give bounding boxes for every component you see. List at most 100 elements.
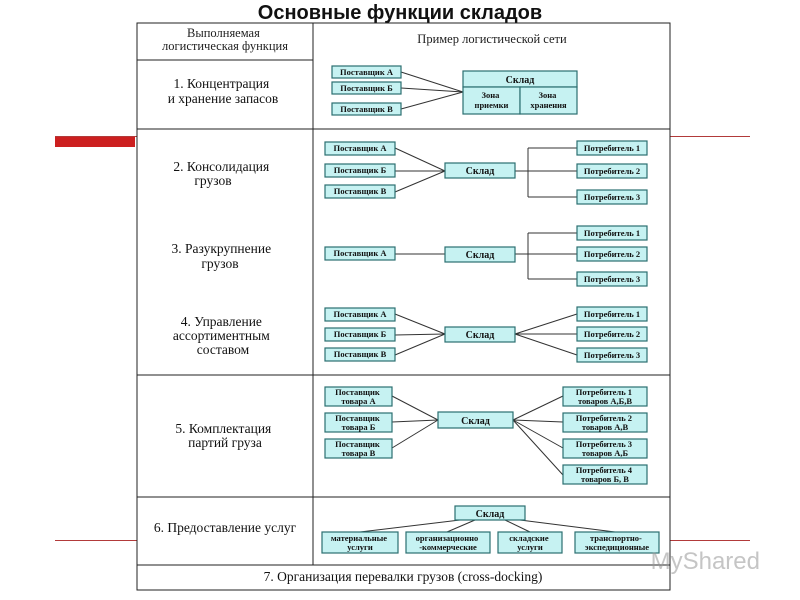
- d2-consumer-label: Потребитель 2: [584, 166, 640, 176]
- table-grid: [136, 22, 671, 591]
- d4-consumer-label: Потребитель 3: [584, 350, 640, 360]
- d5-supplier-label: Поставщик товара Б: [335, 413, 382, 432]
- d1-zone-label: Зона приемки: [475, 90, 509, 110]
- d1-zone-box: [519, 86, 578, 115]
- function-line: 4. Управление: [181, 314, 262, 329]
- decor-red-bar: [55, 137, 135, 147]
- function-line: 1. Концентрация: [173, 76, 269, 91]
- header-col1-line: Выполняемая: [187, 26, 260, 40]
- d6-service-box: [497, 531, 563, 554]
- d4-supplier-box: [324, 327, 396, 342]
- header-col1-line: логистическая функция: [162, 39, 288, 53]
- d2-consumer-box: [576, 163, 648, 179]
- diagram-6-services: Склад материальные услуги организационно…: [321, 505, 660, 554]
- diagram-2-consolidation: Поставщик А Поставщик Б Поставщик В Скла…: [324, 140, 648, 205]
- header-col1: Выполняемая логистическая функция: [162, 26, 288, 53]
- function-line: и хранение запасов: [168, 91, 279, 106]
- diagram-4-assortment: Поставщик А Поставщик Б Поставщик В Скла…: [324, 306, 648, 363]
- function-2-label: 2. Консолидация грузов: [173, 159, 272, 188]
- d5-supplier-box: [324, 386, 393, 407]
- footer-crossdocking: 7. Организация перевалки грузов (cross-d…: [264, 569, 543, 584]
- function-1-label: 1. Концентрация и хранение запасов: [168, 76, 279, 106]
- d3-consumer-label: Потребитель 2: [584, 249, 640, 259]
- d6-service-label: организационно -коммерческие: [416, 533, 481, 552]
- d1-supplier-label: Поставщик А: [340, 67, 394, 77]
- d4-consumer-box: [576, 326, 648, 342]
- d5-supplier-box: [324, 438, 393, 459]
- d1-supplier-label: Поставщик Б: [340, 83, 393, 93]
- d2-consumer-label: Потребитель 3: [584, 192, 640, 202]
- d5-supplier-box: [324, 412, 393, 433]
- d5-consumer-box: [562, 438, 648, 459]
- d1-supplier-box: [331, 81, 402, 95]
- d2-supplier-label: Поставщик Б: [334, 165, 387, 175]
- d6-service-box: [405, 531, 491, 554]
- function-line: составом: [197, 342, 250, 357]
- d2-warehouse-label: Склад: [466, 166, 495, 177]
- d2-supplier-box: [324, 184, 396, 199]
- d4-consumer-label: Потребитель 1: [584, 309, 640, 319]
- function-5-label: 5. Комплектация партий груза: [175, 421, 274, 450]
- d5-warehouse-box: [437, 411, 514, 429]
- d4-consumer-box: [576, 306, 648, 322]
- d4-supplier-label: Поставщик Б: [334, 329, 387, 339]
- function-line: 2. Консолидация: [173, 159, 269, 174]
- d5-consumer-box: [562, 386, 648, 407]
- d3-supplier-box: [324, 246, 396, 261]
- d5-consumer-label: Потребитель 1 товаров А,Б,В: [576, 387, 634, 406]
- d2-consumer-box: [576, 140, 648, 156]
- d2-consumer-box: [576, 189, 648, 205]
- d5-consumer-label: Потребитель 2 товаров А,В: [576, 413, 634, 432]
- d3-consumer-label: Потребитель 3: [584, 274, 640, 284]
- d3-consumer-box: [576, 225, 648, 241]
- d5-consumer-box: [562, 412, 648, 433]
- function-line: партий груза: [188, 435, 262, 450]
- function-line: грузов: [201, 256, 238, 271]
- d2-warehouse-box: [444, 162, 516, 179]
- d1-supplier-box: [331, 65, 402, 79]
- d4-warehouse-box: [444, 326, 516, 343]
- d5-warehouse-label: Склад: [461, 416, 490, 427]
- diagram-3-breakdown: Поставщик А Склад Потребитель 1 Потребит…: [324, 225, 648, 287]
- d6-service-label: материальные услуги: [331, 533, 389, 552]
- function-line: ассортиментным: [173, 328, 270, 343]
- d2-supplier-box: [324, 141, 396, 156]
- d2-consumer-label: Потребитель 1: [584, 143, 640, 153]
- d4-consumer-label: Потребитель 2: [584, 329, 640, 339]
- slide-title: Основные функции складов: [257, 2, 543, 24]
- d6-service-label: транспортно- экспедиционные: [585, 533, 649, 552]
- d1-supplier-label: Поставщик В: [340, 104, 393, 114]
- d1-supplier-box: [331, 102, 402, 116]
- d3-consumer-box: [576, 271, 648, 287]
- function-line: 5. Комплектация: [175, 421, 271, 436]
- d4-consumer-box: [576, 347, 648, 363]
- d5-supplier-label: Поставщик товара В: [335, 439, 382, 458]
- function-line: 3. Разукрупнение: [172, 241, 272, 256]
- d5-consumer-box: [562, 464, 648, 485]
- d1-warehouse-label: Склад: [506, 75, 535, 86]
- d6-warehouse-box: [454, 505, 526, 521]
- d1-zone-box: [462, 86, 521, 115]
- d4-supplier-label: Поставщик В: [334, 349, 387, 359]
- diagram-5-batch-assembly: Поставщик товара А Поставщик товара Б По…: [324, 386, 648, 485]
- d1-zone-label: Зона хранения: [530, 90, 567, 110]
- function-6-label: 6. Предоставление услуг: [154, 520, 297, 535]
- header-col2: Пример логистической сети: [417, 32, 567, 46]
- d3-consumer-box: [576, 246, 648, 262]
- d3-warehouse-box: [444, 246, 516, 263]
- d4-warehouse-label: Склад: [466, 330, 495, 341]
- d4-supplier-box: [324, 307, 396, 322]
- d6-warehouse-label: Склад: [476, 509, 505, 520]
- d3-consumer-label: Потребитель 1: [584, 228, 640, 238]
- d5-supplier-label: Поставщик товара А: [335, 387, 382, 406]
- watermark: MyShared: [650, 548, 760, 575]
- d6-service-label: складские услуги: [509, 533, 550, 552]
- d3-supplier-label: Поставщик А: [334, 248, 388, 258]
- function-3-label: 3. Разукрупнение грузов: [172, 241, 275, 271]
- function-4-label: 4. Управление ассортиментным составом: [173, 314, 273, 357]
- d5-consumer-label: Потребитель 3 товаров А,Б: [576, 439, 634, 458]
- d4-supplier-box: [324, 347, 396, 362]
- d3-warehouse-label: Склад: [466, 250, 495, 261]
- d6-service-box: [321, 531, 399, 554]
- d4-supplier-label: Поставщик А: [334, 309, 388, 319]
